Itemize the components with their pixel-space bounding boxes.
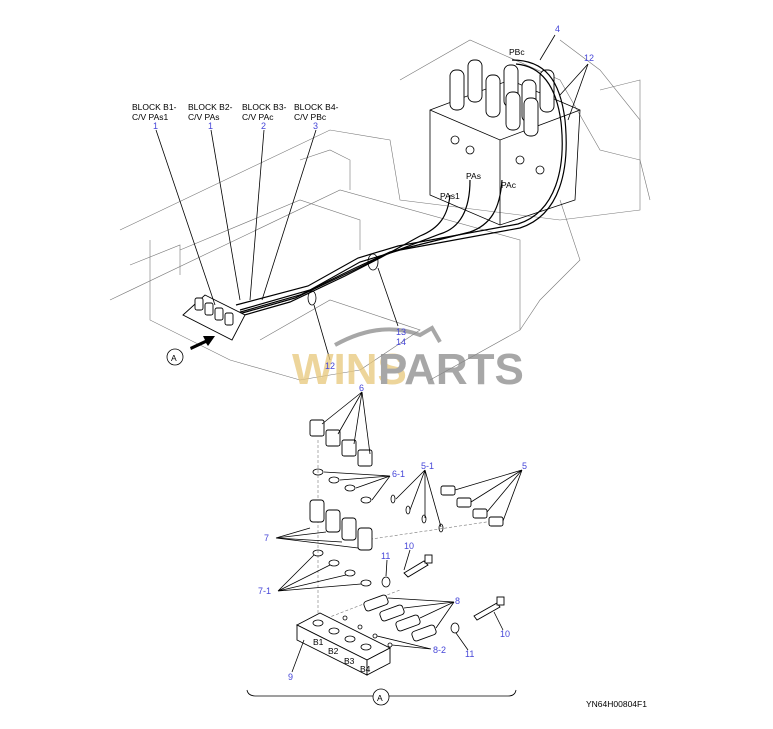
detail-callouts: 6 6-1 5-1 5 7 7-1 11 10 8 10 11 8-2 9 B1… (258, 383, 647, 709)
top-callouts: BLOCK B1- C/V PAs1 1 BLOCK B2- C/V PAs 1… (132, 24, 594, 371)
callout-11b: 11 (465, 649, 474, 659)
callout-7-1: 7-1 (258, 586, 271, 596)
port-pbc: PBc (509, 47, 525, 57)
callout-5: 5 (522, 461, 527, 471)
label-cv-pas1: C/V PAs1 (132, 112, 168, 122)
pilot-hoses (219, 59, 567, 323)
callout-13: 13 (396, 327, 406, 337)
connectors-5 (440, 485, 504, 527)
check-valves-8 (363, 594, 437, 642)
elbow-fittings (309, 419, 373, 467)
drawing-number: YN64H00804F1 (586, 699, 647, 709)
block-assembly-installed (182, 294, 246, 341)
callout-7: 7 (264, 533, 269, 543)
detail-view-a-label: A (377, 693, 383, 703)
callout-5-1: 5-1 (421, 461, 434, 471)
seals-5-1 (390, 494, 444, 533)
callout-10b: 10 (500, 629, 510, 639)
callout-4: 4 (555, 24, 560, 34)
watermark: WINS PARTS (292, 325, 524, 394)
callout-6-1: 6-1 (392, 469, 405, 479)
label-cv-pbc: C/V PBc (294, 112, 327, 122)
callout-12-top: 12 (584, 53, 594, 63)
leader-lines-top (155, 34, 589, 361)
port-pas1: PAs1 (440, 191, 460, 201)
watermark-wins: WINS (292, 345, 407, 394)
adapters-7 (309, 499, 373, 551)
callout-14: 14 (396, 337, 406, 347)
label-cv-pas: C/V PAs (188, 112, 220, 122)
callout-2: 2 (261, 121, 266, 131)
view-a-arrow (166, 336, 215, 366)
view-a-label: A (171, 353, 177, 363)
port-b2: B2 (328, 646, 339, 656)
control-valve (429, 59, 581, 226)
label-block-b4: BLOCK B4- (294, 102, 339, 112)
label-block-b3: BLOCK B3- (242, 102, 287, 112)
port-pac: PAc (501, 180, 517, 190)
label-cv-pac: C/V PAc (242, 112, 274, 122)
label-block-b1: BLOCK B1- (132, 102, 177, 112)
callout-6: 6 (359, 383, 364, 393)
callout-10a: 10 (404, 541, 414, 551)
callout-8: 8 (455, 596, 460, 606)
leader-lines-detail (246, 391, 523, 706)
callout-1a: 1 (153, 121, 158, 131)
port-b3: B3 (344, 656, 355, 666)
callout-9: 9 (288, 672, 293, 682)
block-9 (296, 612, 391, 676)
callout-12-bottom: 12 (325, 361, 335, 371)
exploded-detail (246, 391, 523, 706)
callout-11a: 11 (381, 551, 390, 561)
label-block-b2: BLOCK B2- (188, 102, 233, 112)
callout-8-2: 8-2 (433, 645, 446, 655)
plugs-8-2 (342, 615, 393, 648)
o-rings-6-1 (312, 468, 372, 504)
port-b1: B1 (313, 637, 324, 647)
o-rings-7-1 (312, 549, 372, 587)
port-pas: PAs (466, 171, 481, 181)
callout-1b: 1 (208, 121, 213, 131)
port-b4: B4 (360, 664, 371, 674)
callout-3: 3 (313, 121, 318, 131)
washers-11 (381, 576, 460, 634)
watermark-parts: PARTS (378, 345, 524, 394)
bolts-10 (403, 554, 505, 621)
